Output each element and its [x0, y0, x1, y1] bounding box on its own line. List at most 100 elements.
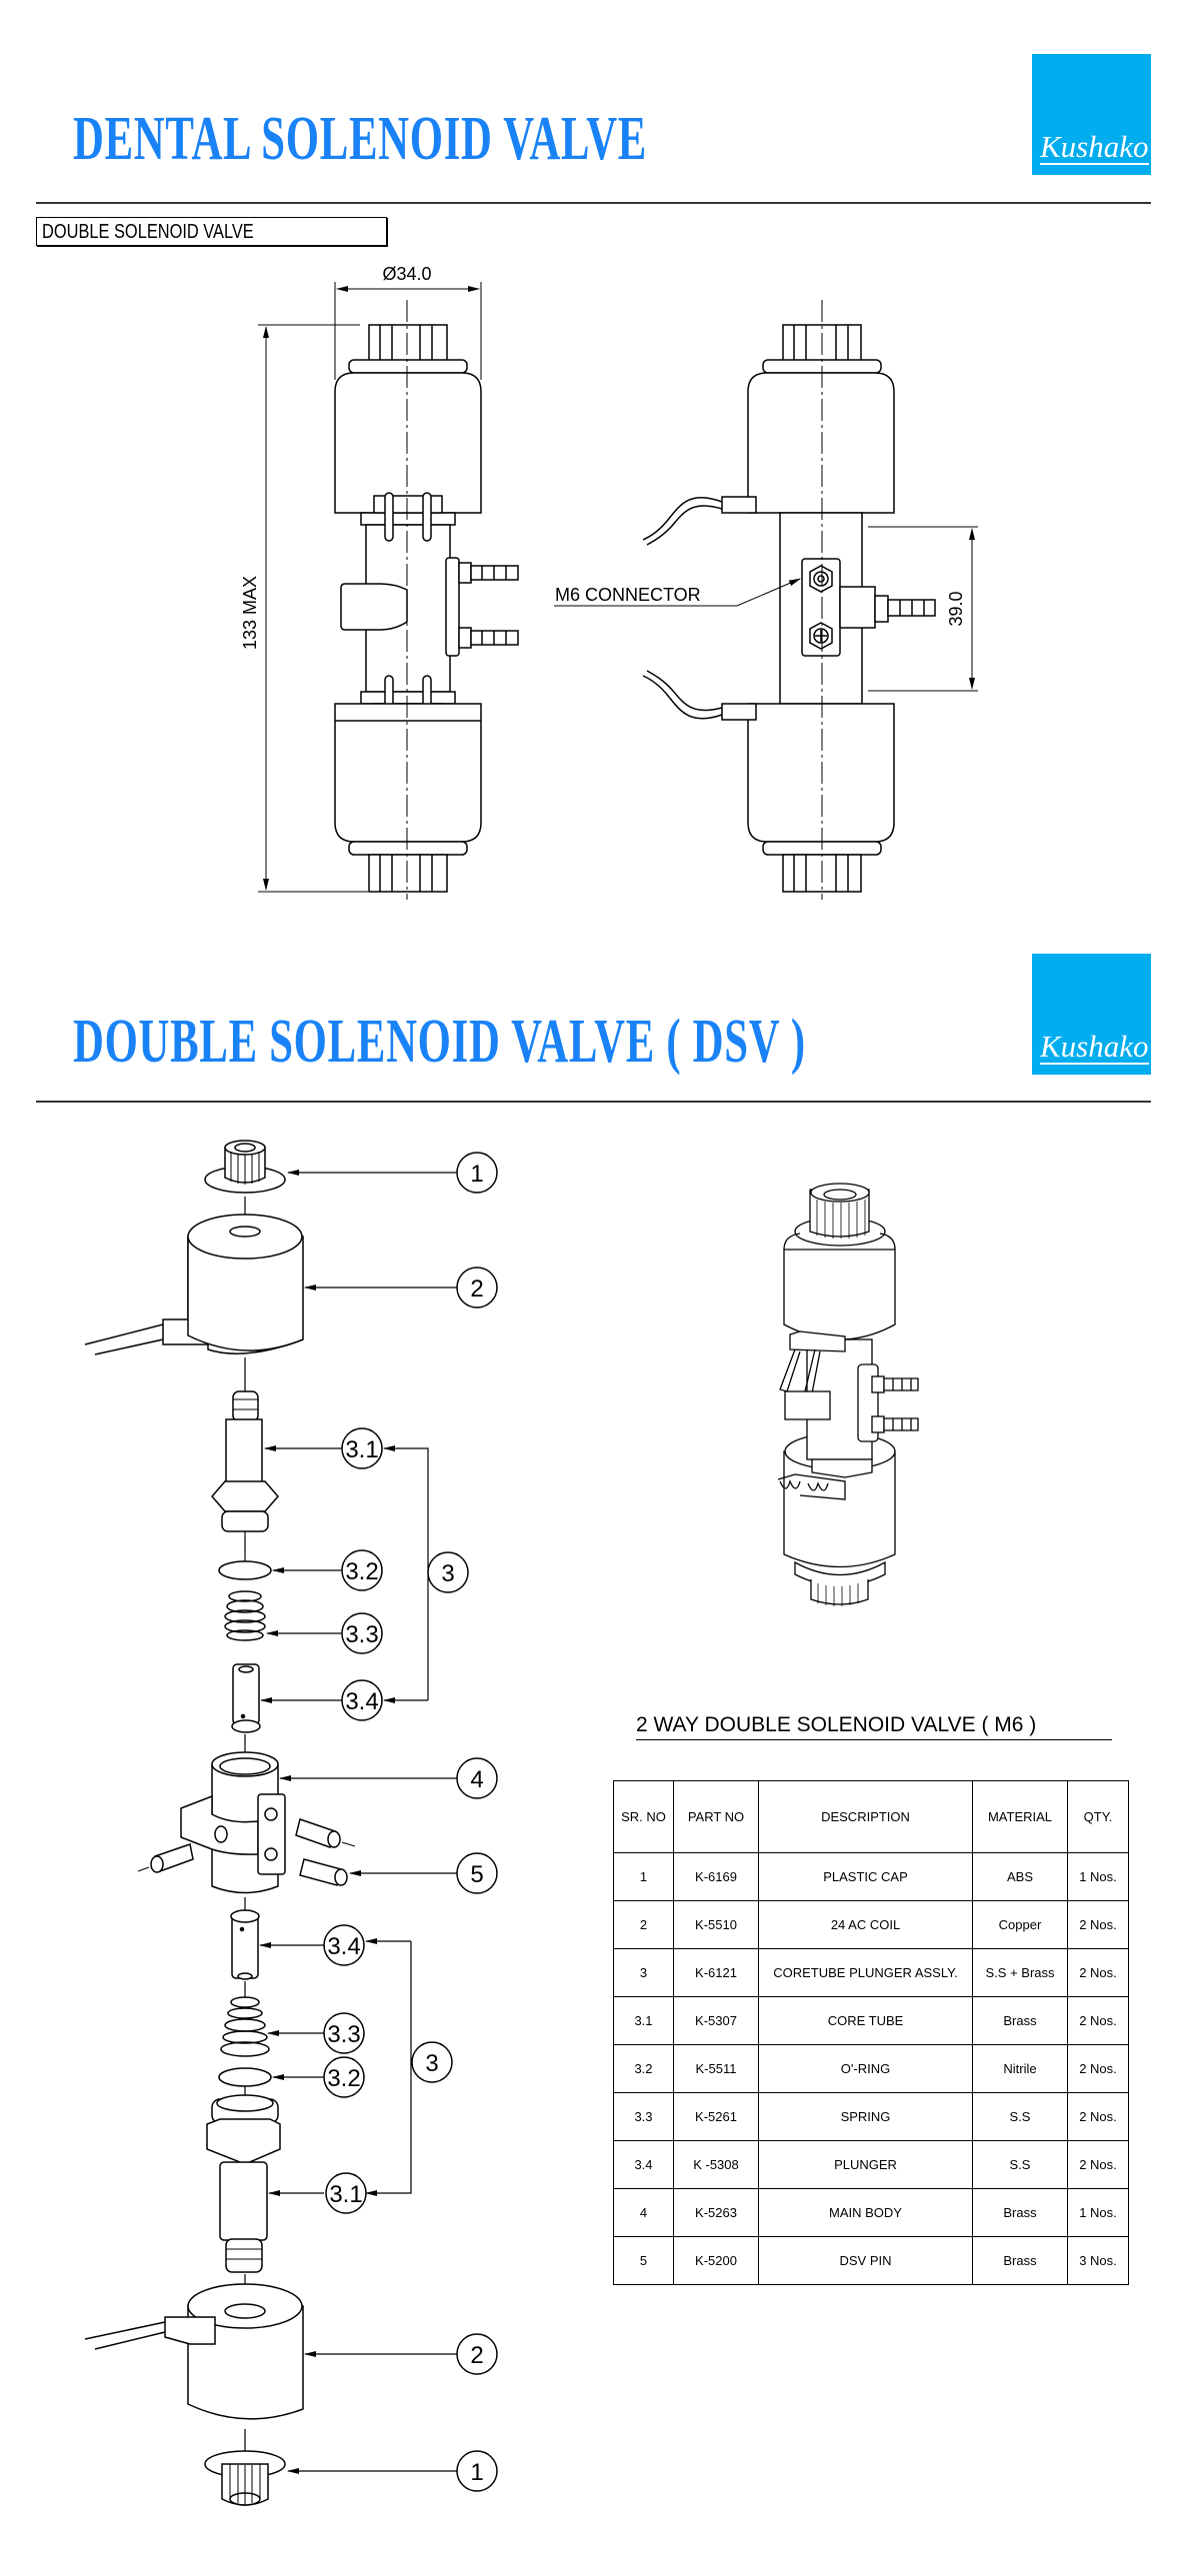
svg-text:2: 2: [470, 1276, 483, 1302]
callout-4: 4: [456, 1757, 498, 1799]
m6-connector-upper: [809, 565, 833, 593]
top-cap: [368, 324, 448, 363]
side-connector: [340, 583, 408, 631]
assembled-3d-view: [777, 1183, 919, 1606]
logo-text: Kushako: [1040, 129, 1149, 165]
svg-text:2: 2: [470, 2342, 483, 2369]
hose-barb-lower: [458, 627, 519, 649]
coil-bottom: [84, 2283, 304, 2420]
svg-text:4: 4: [470, 1766, 483, 1793]
header-divider: [36, 202, 1151, 204]
m6-connector-label: M6 CONNECTOR: [555, 585, 701, 605]
wire-tab-upper: [721, 496, 757, 514]
callout-5: 5: [456, 1852, 498, 1894]
cell-qty: 2 Nos.: [1067, 1948, 1129, 1997]
lower-clip: [777, 1473, 846, 1500]
cell-sr-no: 5: [613, 2236, 674, 2285]
spacing-dimension: [868, 526, 978, 692]
cell-description: PLUNGER: [758, 2140, 973, 2189]
diameter-dimension: [334, 282, 482, 380]
upper-clip: [789, 1330, 846, 1352]
exploded-view-drawing: 1 2 3.1 3 3.2 3.3 3.4 4 5 3.4 3.3 3 3.2 …: [84, 1140, 498, 2506]
section-title-dsv: DOUBLE SOLENOID VALVE ( DSV ): [73, 1008, 806, 1076]
core-tube-top: [211, 1390, 279, 1532]
cell-qty: 2 Nos.: [1067, 2140, 1129, 2189]
cell-material: Copper: [972, 1900, 1068, 1949]
top-rim: [348, 359, 468, 374]
cell-qty: 1 Nos.: [1067, 1852, 1129, 1901]
header-material: MATERIAL: [972, 1780, 1068, 1853]
parts-table: SR. NO PART NO DESCRIPTION MATERIAL QTY.…: [613, 1780, 1129, 2285]
svg-text:1: 1: [470, 1161, 483, 1188]
cell-material: S.S: [972, 2092, 1068, 2141]
cell-sr-no: 3.4: [613, 2140, 674, 2189]
svg-text:3: 3: [441, 1560, 454, 1587]
cell-description: SPRING: [758, 2092, 973, 2141]
side-view-drawing: 39.0 M6 CONNECTOR: [554, 300, 978, 900]
logo-text-2: Kushako: [1040, 1029, 1149, 1065]
table-header-row: SR. NO PART NO DESCRIPTION MATERIAL QTY.: [613, 1780, 1129, 1853]
cell-material: ABS: [972, 1852, 1068, 1901]
svg-text:3.2: 3.2: [345, 1558, 378, 1585]
callout-3-bottom: 3: [411, 2041, 453, 2083]
m6-connector-leader: [554, 578, 801, 607]
cell-sr-no: 3.1: [613, 1996, 674, 2045]
bottom-flange: [360, 691, 456, 705]
cell-material: Brass: [972, 1996, 1068, 2045]
callout-leaders: [259, 1170, 457, 2474]
cell-description: MAIN BODY: [758, 2188, 973, 2237]
height-dim-label: 133 MAX: [240, 576, 260, 650]
svg-text:3: 3: [425, 2050, 438, 2077]
callout-3-top: 3: [427, 1551, 469, 1593]
cell-qty: 1 Nos.: [1067, 2188, 1129, 2237]
cell-description: PLASTIC CAP: [758, 1852, 973, 1901]
upper-coil: [783, 1249, 896, 1340]
lower-coil: [783, 1450, 896, 1568]
header-sr-no: SR. NO: [613, 1780, 674, 1853]
cell-qty: 2 Nos.: [1067, 2092, 1129, 2141]
bottom-rim: [348, 841, 468, 856]
cell-qty: 3 Nos.: [1067, 2236, 1129, 2285]
callout-1-top: 1: [456, 1152, 498, 1194]
callout-1-bottom: 1: [456, 2450, 498, 2492]
callout-3.1-top: 3.1: [341, 1427, 383, 1469]
svg-text:3.3: 3.3: [327, 2021, 360, 2048]
plastic-cap-top: [204, 1140, 286, 1194]
bottom-cap: [368, 854, 448, 893]
section-label-box: DOUBLE SOLENOID VALVE: [36, 217, 387, 246]
bottom-coil: [334, 703, 482, 843]
cell-sr-no: 4: [613, 2188, 674, 2237]
cell-part-no: K-6169: [673, 1852, 759, 1901]
dsv-pin-right-top: [295, 1818, 356, 1848]
cell-description: 24 AC COIL: [758, 1900, 973, 1949]
header-description: DESCRIPTION: [758, 1780, 973, 1853]
cell-part-no: K-5200: [673, 2236, 759, 2285]
cell-description: CORETUBE PLUNGER ASSLY.: [758, 1948, 973, 1997]
header-qty: QTY.: [1067, 1780, 1129, 1853]
kushako-logo-2: Kushako: [1032, 954, 1151, 1075]
cell-part-no: K-5510: [673, 1900, 759, 1949]
callout-3.4-bottom: 3.4: [323, 1924, 365, 1966]
plunger-bottom: [230, 1909, 260, 1980]
top-coil: [334, 372, 482, 514]
callout-3.2-bottom: 3.2: [323, 2056, 365, 2098]
cell-qty: 2 Nos.: [1067, 1900, 1129, 1949]
height-dimension: [258, 324, 368, 893]
page-title: DENTAL SOLENOID VALVE: [73, 105, 648, 173]
cell-description: DSV PIN: [758, 2236, 973, 2285]
svg-text:3.3: 3.3: [345, 1621, 378, 1648]
hex-3d: [811, 1458, 873, 1478]
callout-3.3-top: 3.3: [341, 1612, 383, 1654]
cell-sr-no: 3.2: [613, 2044, 674, 2093]
connector-3d: [784, 1390, 831, 1420]
o-ring-bottom: [218, 2067, 272, 2087]
port-plate: [445, 557, 460, 657]
cell-sr-no: 2: [613, 1900, 674, 1949]
cell-sr-no: 3.3: [613, 2092, 674, 2141]
